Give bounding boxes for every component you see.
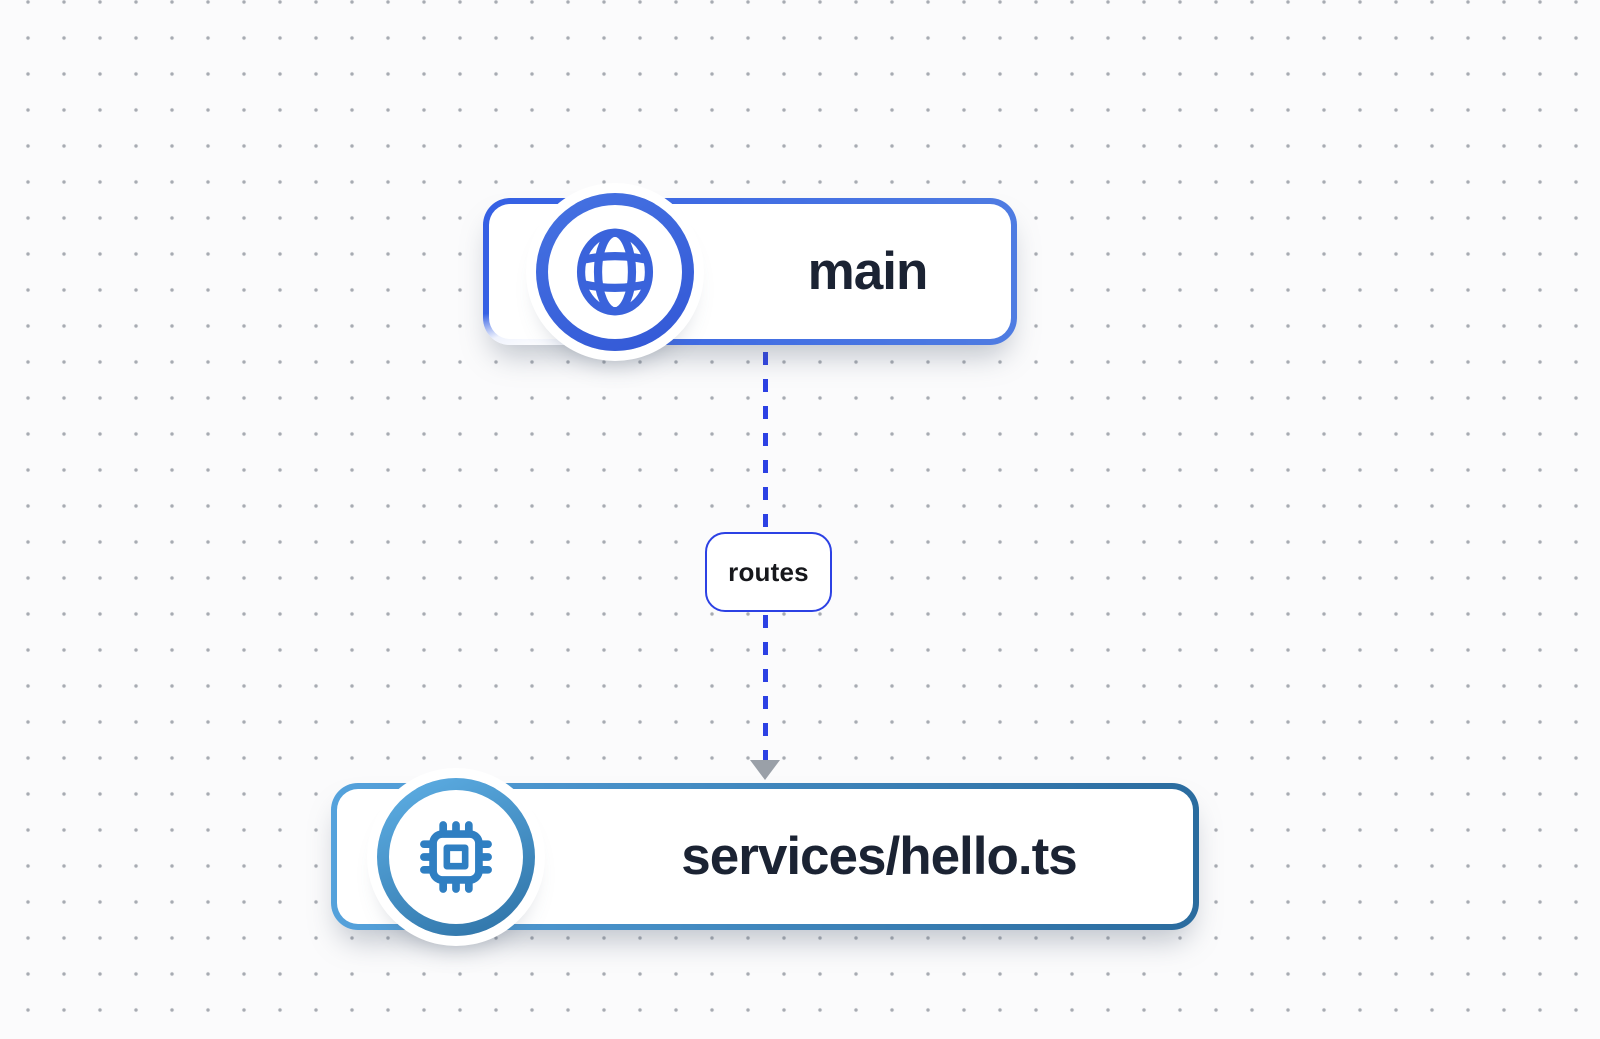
- node-icon-badge: [377, 778, 535, 936]
- edge-dashed-line-bottom: [763, 615, 768, 761]
- edge-label-text: routes: [728, 556, 809, 587]
- node-label: main: [807, 242, 929, 301]
- chip-icon: [420, 821, 492, 893]
- arrowhead-icon: [750, 760, 780, 780]
- edge-dashed-line-top: [763, 352, 768, 528]
- globe-icon: [576, 228, 654, 316]
- node-label: services/hello.ts: [681, 827, 1077, 886]
- node-main[interactable]: main: [483, 193, 1017, 351]
- edge-label-routes[interactable]: routes: [705, 532, 832, 612]
- node-services-hello-ts[interactable]: services/hello.ts: [331, 778, 1199, 936]
- node-icon-badge: [536, 193, 694, 351]
